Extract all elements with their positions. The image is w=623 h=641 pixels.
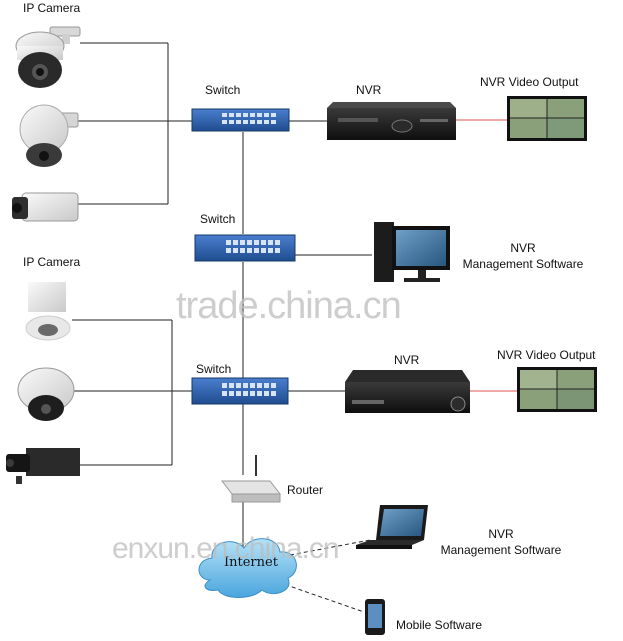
nvr-mgmt-1-label-line1: NVR [510, 241, 536, 255]
video-output-lines [456, 119, 517, 392]
switch-1-device [191, 108, 290, 132]
nvr-video-output-2-label: NVR Video Output [497, 348, 596, 362]
ptz-camera-icon [15, 26, 81, 88]
watermark-enxun: enxun.en.china.cn [112, 532, 340, 565]
router-device [220, 455, 282, 503]
desktop-pc-icon [374, 222, 450, 282]
dome-camera-icon [25, 282, 71, 341]
nvr-video-output-2-monitor [517, 367, 597, 412]
nvr-mgmt-2-label-line2: Management Software [440, 543, 562, 557]
switch-3-label: Switch [196, 362, 232, 376]
watermark-trade: trade.china.cn [176, 285, 402, 327]
connection-lines [72, 42, 372, 613]
switch-3-device [191, 377, 289, 405]
bullet-camera-icon [12, 192, 79, 222]
router-label: Router [287, 483, 324, 497]
nvr-mgmt-2-label-line1: NVR [488, 527, 514, 541]
vandal-dome-camera-icon [17, 367, 75, 421]
switch-2-device [194, 234, 296, 262]
nvr-1-label: NVR [356, 83, 382, 97]
speed-dome-camera-icon [19, 104, 79, 167]
switch-1-label: Switch [205, 83, 241, 97]
laptop-icon [356, 505, 428, 549]
nvr-video-output-1-monitor [507, 96, 587, 141]
nvr-2-label: NVR [394, 353, 420, 367]
internet-cloud-icon [198, 538, 297, 598]
nvr-video-output-1-label: NVR Video Output [480, 75, 579, 89]
nvr-1-device [327, 102, 456, 140]
internet-label: Internet [224, 555, 278, 570]
ip-camera-label-top: IP Camera [23, 1, 81, 15]
switch-2-label: Switch [200, 212, 236, 226]
nvr-mgmt-1-label-line2: Management Software [462, 257, 584, 271]
ip-camera-label-mid: IP Camera [23, 255, 81, 269]
box-camera-icon [6, 448, 80, 484]
mobile-software-label: Mobile Software [396, 618, 483, 632]
mobile-phone-icon [365, 599, 385, 635]
nvr-2-device [345, 370, 470, 413]
